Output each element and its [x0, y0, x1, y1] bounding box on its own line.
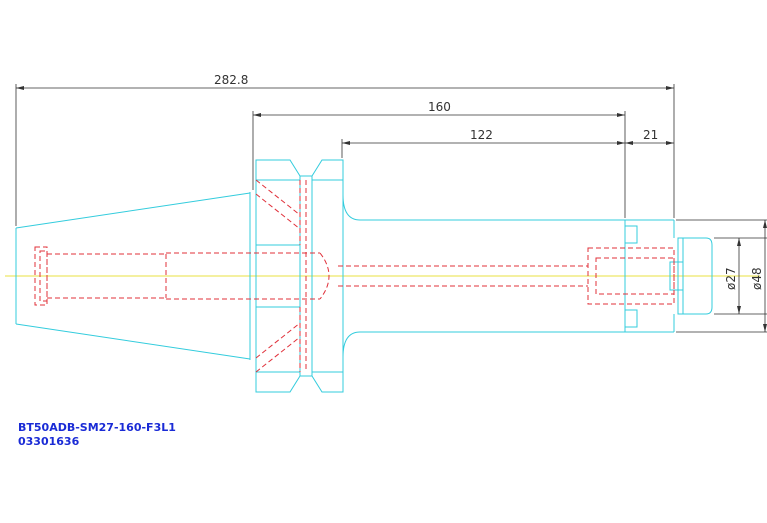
flange-outline — [249, 159, 344, 393]
gauge-length-label: 160 — [428, 100, 451, 114]
part-code: 03301636 — [18, 435, 80, 448]
body-length-label: 122 — [470, 128, 493, 142]
nut-diameter-label: ø48 — [750, 267, 764, 290]
nut-length-label: 21 — [643, 128, 658, 142]
body-outline — [342, 194, 674, 358]
hidden-lines — [34, 179, 675, 373]
bore-diameter-label: ø27 — [724, 267, 738, 290]
dimension-lines — [15, 84, 767, 333]
dimension-arrows — [16, 86, 767, 332]
taper-shank-outline — [15, 192, 251, 360]
nut-outline — [669, 220, 713, 332]
part-name: BT50ADB-SM27-160-F3L1 — [18, 421, 176, 434]
overall-length-label: 282.8 — [214, 73, 248, 87]
